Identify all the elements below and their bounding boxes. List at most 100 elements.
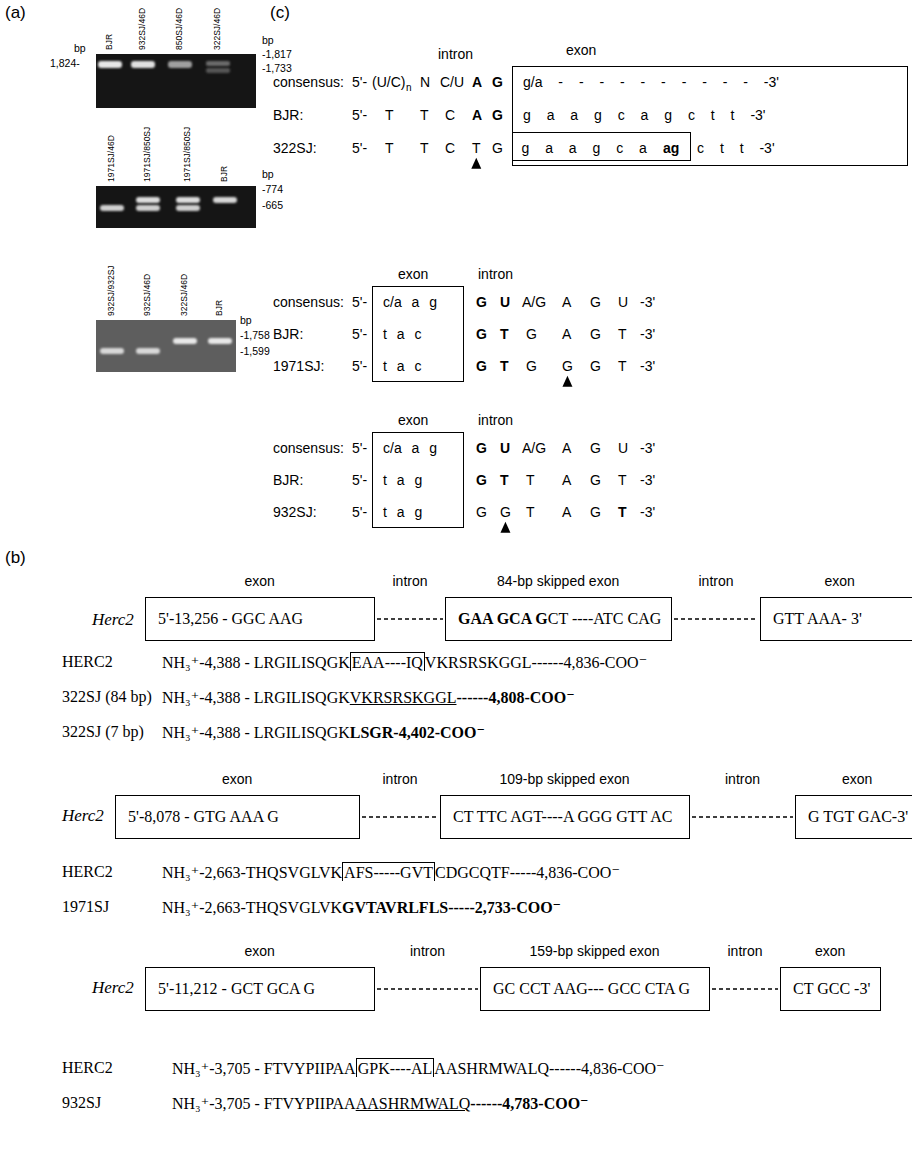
base-letter: T <box>385 140 394 157</box>
base-letter: G <box>476 358 487 375</box>
base-letter: BJR: <box>273 472 303 489</box>
base-letter: G <box>590 440 601 457</box>
lane-label: 1971SJ/850SJ <box>142 127 152 182</box>
intron-line <box>362 816 438 817</box>
sequence-text: CT ----ATC CAG <box>548 610 661 627</box>
base-letter: G <box>492 107 503 124</box>
base-letter: G <box>526 358 537 375</box>
exon-heading: exon <box>825 573 855 590</box>
exon-box: c/a a gt a ct a c <box>372 286 464 382</box>
protein-sequence: AFS-----GVT <box>342 862 435 881</box>
base-letter: T <box>472 140 481 157</box>
exon-box: exon5'-11,212 - GCT GCA G <box>145 967 375 1011</box>
base-letter: T <box>420 140 429 157</box>
base-letter: G <box>562 358 573 375</box>
exon-box: GAA GCA GCT ----ATC CAG84-bp skipped exo… <box>445 597 672 641</box>
exon-box: g/a - - - - - - - - - - -3'g a a g c a g… <box>512 66 908 166</box>
sequence-text: G TGT GAC-3' <box>808 807 908 826</box>
base-letter: G <box>492 140 503 157</box>
base-letter: 1971SJ: <box>273 358 324 375</box>
base-letter: T <box>500 358 509 375</box>
protein-sequence: AASHRMWALQ------4,836-COO⁻ <box>434 1060 664 1077</box>
region-header: intron <box>438 46 473 63</box>
sequence-row: NH₃⁺-3,705 - FTVYPIIPAAGPK----ALAASHRMWA… <box>172 1058 665 1080</box>
protein-sequence: NH₃⁺-3,705 - FTVYPIIPAA <box>172 1095 356 1112</box>
base-letter: T <box>618 472 627 489</box>
size-marker: -665 <box>262 199 283 212</box>
base-letter: -3' <box>640 440 655 457</box>
base-letter: G <box>590 504 601 521</box>
base-letter: 5'- <box>352 326 367 343</box>
gel-band <box>131 61 155 68</box>
row-label: 932SJ <box>62 1093 101 1112</box>
size-marker: bp <box>240 314 252 327</box>
sequence-row: NH₃⁺-4,388 - LRGILISQGKLSGR-4,402-COO⁻ <box>162 722 485 744</box>
sequence-text: 5'-11,212 - GCT GCA G <box>158 979 315 998</box>
size-marker: -1,599 <box>240 345 270 358</box>
base-letter: T <box>618 358 627 375</box>
lane-label: 850SJ/46D <box>174 8 184 50</box>
row-label: HERC2 <box>62 862 113 881</box>
exon-box: 109-bp skipped exonCT TTC AGT----A GGG G… <box>440 795 690 839</box>
base-letter: G <box>590 294 601 311</box>
sequence-text: g a a g c a <box>522 140 647 156</box>
sequence-text: 5'-8,078 - GTG AAA G <box>128 807 279 826</box>
base-letter: consensus: <box>273 294 344 311</box>
base-letter: 5'- <box>352 294 367 311</box>
protein-sequence: NH₃⁺-4,388 - LRGILISQGK <box>162 724 350 741</box>
base-letter: consensus: <box>273 440 344 457</box>
base-letter: A <box>562 326 571 343</box>
protein-sequence: GPK----AL <box>356 1058 435 1077</box>
base-letter: T <box>385 107 394 124</box>
gel-band <box>206 68 230 73</box>
sequence-line: GAA GCA GCT ----ATC CAG <box>458 609 661 628</box>
gel-band <box>136 197 160 203</box>
region-header: exon <box>566 42 596 59</box>
intron-line <box>692 816 793 817</box>
exon-heading: exon <box>842 771 872 788</box>
gel-band <box>168 61 192 68</box>
base-letter: G <box>590 472 601 489</box>
base-letter: T <box>500 326 509 343</box>
size-marker: -1,817 <box>262 48 292 61</box>
size-marker: -1,733 <box>262 62 292 75</box>
gel-image <box>96 54 256 108</box>
base-letter: A/G <box>522 440 546 457</box>
row-label: HERC2 <box>62 1058 113 1077</box>
base-letter: 5'- <box>352 440 367 457</box>
region-header: intron <box>478 412 513 429</box>
base-letter: C/U <box>440 74 464 91</box>
lane-label: 322SJ/46D <box>212 8 222 50</box>
lane-label: 932SJ/46D <box>137 8 147 50</box>
sequence-text: CT TTC AGT----A GGG GTT AC <box>453 807 672 826</box>
base-letter: A <box>562 504 571 521</box>
base-letter: -3' <box>640 504 655 521</box>
panel-letter: (c) <box>270 3 290 23</box>
base-letter: A <box>472 107 482 124</box>
base-letter: T <box>618 504 627 521</box>
protein-sequence: ------4,783-COO⁻ <box>470 1095 588 1112</box>
base-letter: 322SJ: <box>273 140 317 157</box>
base-letter: U <box>618 294 628 311</box>
gel-image <box>96 320 236 372</box>
base-letter: A <box>562 472 571 489</box>
protein-sequence: EAA----IQ <box>350 652 425 671</box>
sequence-text: c t t -3' <box>697 140 775 157</box>
region-header: intron <box>478 266 513 283</box>
lane-label: BJR <box>104 34 114 50</box>
sequence-text: g/a - - - - - - - - - - -3' <box>523 74 779 91</box>
base-letter: 5'- <box>352 140 367 157</box>
exon-heading: exon <box>222 771 252 788</box>
base-letter: G <box>526 326 537 343</box>
gel-band <box>213 197 237 203</box>
base-letter: BJR: <box>273 326 303 343</box>
lane-label: BJR <box>214 300 224 316</box>
exon-box: exon5'-13,256 - GGC AAG <box>145 597 375 641</box>
protein-sequence: NH₃⁺-3,705 - FTVYPIIPAA <box>172 1060 356 1077</box>
protein-sequence: AASHRMWALQ <box>356 1095 471 1112</box>
intron-line <box>712 988 778 989</box>
subscript: n <box>406 82 412 94</box>
size-marker: -1,758 <box>240 329 270 342</box>
